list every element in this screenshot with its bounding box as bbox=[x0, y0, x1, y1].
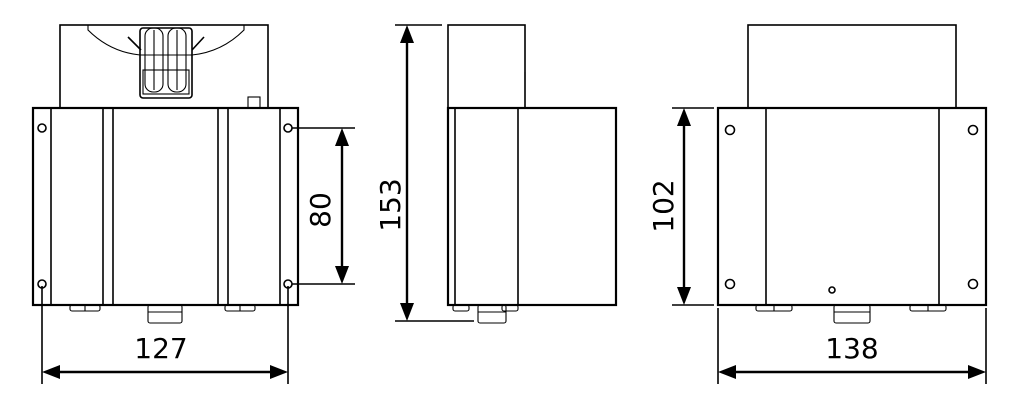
front-main-body bbox=[31, 106, 300, 307]
terminal-plug bbox=[127, 27, 205, 99]
dimension-label-front-width: 127 bbox=[134, 332, 187, 365]
front-hole-top-right bbox=[283, 123, 293, 133]
dimension-label-rear-width: 138 bbox=[825, 332, 878, 365]
rear-main-body bbox=[716, 106, 988, 307]
rear-hole-top-right bbox=[967, 124, 979, 136]
front-small-tab bbox=[247, 96, 261, 109]
rear-hole-center bbox=[828, 286, 836, 294]
side-top-enclosure bbox=[447, 24, 526, 109]
dimension-side-height: 153 bbox=[374, 24, 474, 322]
front-top-enclosure bbox=[59, 24, 269, 109]
rear-hole-bottom-left bbox=[724, 278, 736, 290]
dimension-front-width: 127 bbox=[41, 286, 289, 384]
front-hole-top-left bbox=[37, 123, 47, 133]
rear-view bbox=[716, 24, 988, 324]
rear-top-enclosure bbox=[747, 24, 957, 109]
dimension-label-side-height: 153 bbox=[374, 178, 407, 231]
dimension-rear-height: 102 bbox=[647, 107, 714, 306]
side-main-body bbox=[446, 106, 618, 307]
dimension-label-rear-height: 102 bbox=[647, 179, 680, 232]
side-view bbox=[446, 24, 618, 324]
front-feet bbox=[69, 304, 256, 324]
rear-hole-top-left bbox=[724, 124, 736, 136]
rear-hole-bottom-right bbox=[967, 278, 979, 290]
dimension-hole-spacing: 80 bbox=[292, 127, 355, 285]
side-feet bbox=[452, 304, 519, 324]
dimension-label-hole-spacing: 80 bbox=[304, 192, 337, 228]
rear-feet bbox=[755, 304, 947, 324]
front-view bbox=[31, 24, 300, 324]
front-connector-recess bbox=[87, 25, 245, 56]
dimension-rear-width: 138 bbox=[717, 308, 987, 384]
